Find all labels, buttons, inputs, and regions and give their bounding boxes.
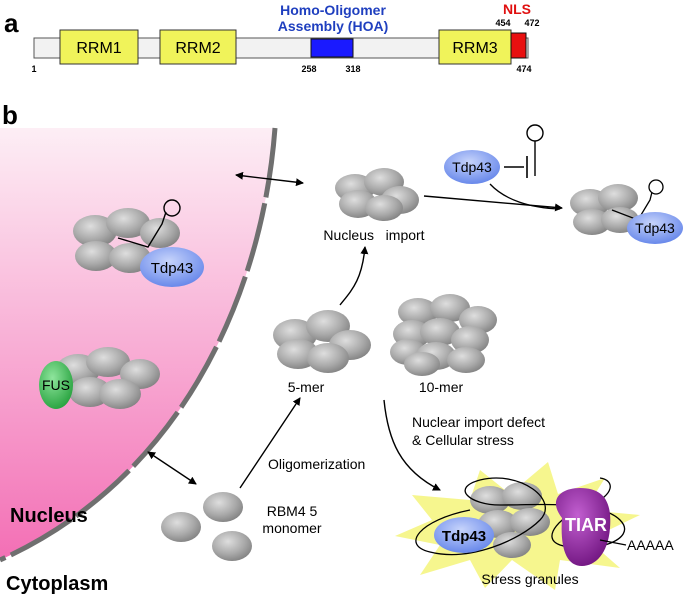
rrm3-label: RRM3 xyxy=(452,40,497,57)
tdp43-label: Tdp43 xyxy=(442,528,486,545)
nuclear-rbm45-tdp43-complex: Tdp43 xyxy=(73,199,204,287)
defect-label-line2: & Cellular stress xyxy=(412,432,514,448)
subunit xyxy=(161,512,201,542)
tdp43-protein xyxy=(434,517,494,553)
pentamer-label: 5-mer xyxy=(288,379,325,395)
subunit xyxy=(404,352,440,376)
subunit xyxy=(398,298,438,326)
tdp43-protein xyxy=(140,247,204,287)
subunit xyxy=(365,195,403,221)
polya-label: AAAAA xyxy=(627,537,674,553)
rrm1-label: RRM1 xyxy=(76,40,121,57)
nuclear-exchange-arrow-top xyxy=(235,171,304,187)
subunit xyxy=(86,347,130,377)
fus-protein xyxy=(39,361,73,409)
fus-rbm45-complex: FUS xyxy=(39,347,160,409)
subunit xyxy=(430,294,470,322)
protein-backbone xyxy=(33,37,529,59)
rna-hairpin-loop xyxy=(648,179,664,195)
nucleus-region xyxy=(0,128,275,560)
oligomerization-label: Oligomerization xyxy=(268,456,365,472)
subunit xyxy=(470,486,510,514)
hoa-title-line2: Assembly (HOA) xyxy=(278,18,388,34)
panel-b: b Nucleus Cytoplasm Tdp43 FUS xyxy=(0,100,683,595)
subunit xyxy=(573,209,611,235)
stress-granule: Tdp43 TIAR AAAAA xyxy=(395,462,674,590)
rrm3-domain xyxy=(438,29,512,65)
mrna-strand xyxy=(415,477,626,556)
free-tdp43-label: Tdp43 xyxy=(452,159,492,175)
monomer-label-line2: monomer xyxy=(262,520,321,536)
position-258: 258 xyxy=(301,64,316,74)
subunit xyxy=(447,347,485,373)
stress-granules-label: Stress granules xyxy=(481,571,578,587)
free-tdp43-protein xyxy=(444,150,500,184)
rrm1-domain xyxy=(59,29,139,65)
nucleus-import-label: Nucleus import xyxy=(323,227,424,243)
cytoplasm-label: Cytoplasm xyxy=(6,573,108,595)
tiar-label: TIAR xyxy=(565,515,607,535)
tdp43-label: Tdp43 xyxy=(635,220,675,236)
pentamer xyxy=(273,310,371,373)
tdp43-label: Tdp43 xyxy=(151,260,194,277)
import-arrow xyxy=(423,195,563,212)
nuclear-envelope xyxy=(0,127,278,563)
defect-label-line1: Nuclear import defect xyxy=(412,414,545,430)
nls-domain xyxy=(510,32,527,59)
hoa-title-line1: Homo-Oligomer xyxy=(280,2,386,18)
rrm2-domain xyxy=(159,29,237,65)
nucleus-label: Nucleus xyxy=(10,505,88,527)
pentamer-import-arrow xyxy=(339,246,369,306)
nls-title: NLS xyxy=(503,1,531,17)
subunit xyxy=(598,184,638,212)
rrm2-label: RRM2 xyxy=(175,40,220,57)
panel-a-letter: a xyxy=(4,8,19,38)
position-1: 1 xyxy=(31,64,36,74)
rna-hairpin xyxy=(611,191,653,221)
tdp43-protein xyxy=(627,212,683,244)
subunit xyxy=(307,343,349,373)
nuclear-exchange-arrow-bottom xyxy=(147,451,197,485)
position-472: 472 xyxy=(524,18,539,28)
rbm45-tdp43-import-complex: Tdp43 xyxy=(570,179,683,244)
subunit xyxy=(212,531,252,561)
subunit xyxy=(203,492,243,522)
position-474: 474 xyxy=(516,64,531,74)
position-318: 318 xyxy=(345,64,360,74)
subunit xyxy=(99,379,141,409)
subunit xyxy=(451,326,489,354)
oligomerization-arrow xyxy=(239,397,301,489)
stress-arrow xyxy=(383,399,441,491)
tdp43-join-curve xyxy=(489,183,561,210)
subunit xyxy=(502,482,542,510)
subunit xyxy=(510,508,550,536)
decamer xyxy=(390,294,497,376)
fus-label: FUS xyxy=(42,377,70,393)
hoa-domain xyxy=(310,38,354,58)
panel-a: a RRM1 RRM2 RRM3 Homo-Oligomer Assembly … xyxy=(4,1,540,74)
monomer-label-line1: RBM4 5 xyxy=(267,503,318,519)
rna-hairpin-loop xyxy=(163,199,181,217)
polya-tail xyxy=(599,539,627,546)
rbm45-monomers xyxy=(161,492,252,561)
subunit xyxy=(75,241,117,271)
decamer-label: 10-mer xyxy=(419,379,464,395)
position-454: 454 xyxy=(495,18,510,28)
subunit xyxy=(493,532,531,558)
panel-b-letter: b xyxy=(2,100,18,130)
free-hairpin-loop xyxy=(526,124,544,142)
tiar-protein xyxy=(555,488,611,566)
subunit xyxy=(106,208,150,238)
rna-hairpin xyxy=(117,211,167,248)
subunit xyxy=(420,318,460,346)
subunit xyxy=(140,218,180,248)
import-pentamer xyxy=(335,168,419,221)
